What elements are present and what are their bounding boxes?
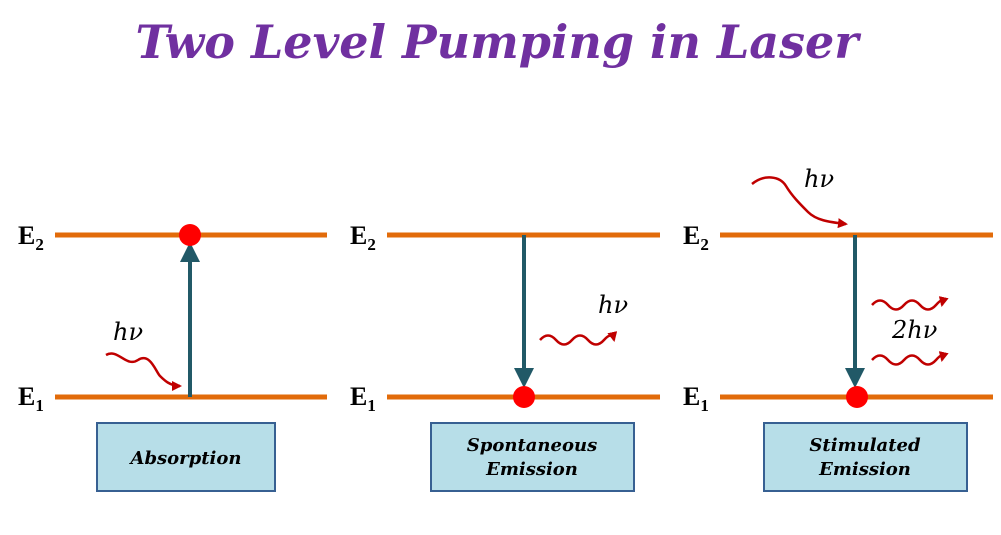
lower-level-label: E1 [18, 382, 44, 415]
absorption-box [96, 422, 276, 492]
incident-photon-wave [751, 176, 848, 229]
box-label-line-2: Emission [485, 459, 578, 480]
emitted-photon-wave-1 [871, 296, 949, 311]
lower-level-label: E1 [683, 382, 709, 415]
upper-level-label: E2 [350, 221, 376, 254]
upper-level-label: E2 [683, 221, 709, 254]
stimulated-emission-box [763, 422, 968, 492]
box-label-line-1: Spontaneous [467, 435, 597, 456]
photon-label: hν [598, 291, 628, 319]
incident-photon-wave [105, 352, 182, 391]
electron-ground [513, 386, 535, 408]
box-label-line-1: Stimulated [809, 435, 921, 456]
page-title: Two Level Pumping in Laser [135, 15, 862, 69]
panel-absorption: E2 E1 hν Absorption [18, 221, 327, 492]
panel-stimulated-emission: E2 E1 hν 2hν Stimulated Emission [683, 165, 993, 492]
electron-excited [179, 224, 201, 246]
photon-label: hν [113, 318, 143, 346]
box-label-line-2: Emission [818, 459, 911, 480]
emitted-photon-wave [539, 331, 618, 346]
spontaneous-emission-box [430, 422, 635, 492]
incident-photon-label: hν [804, 165, 834, 193]
lower-level-label: E1 [350, 382, 376, 415]
absorption-box-label: Absorption [128, 448, 241, 469]
electron-ground [846, 386, 868, 408]
emitted-photon-label: 2hν [891, 316, 937, 344]
upper-level-label: E2 [18, 221, 44, 254]
emitted-photon-wave-2 [871, 351, 949, 366]
panel-spontaneous-emission: E2 E1 hν Spontaneous Emission [350, 221, 660, 492]
